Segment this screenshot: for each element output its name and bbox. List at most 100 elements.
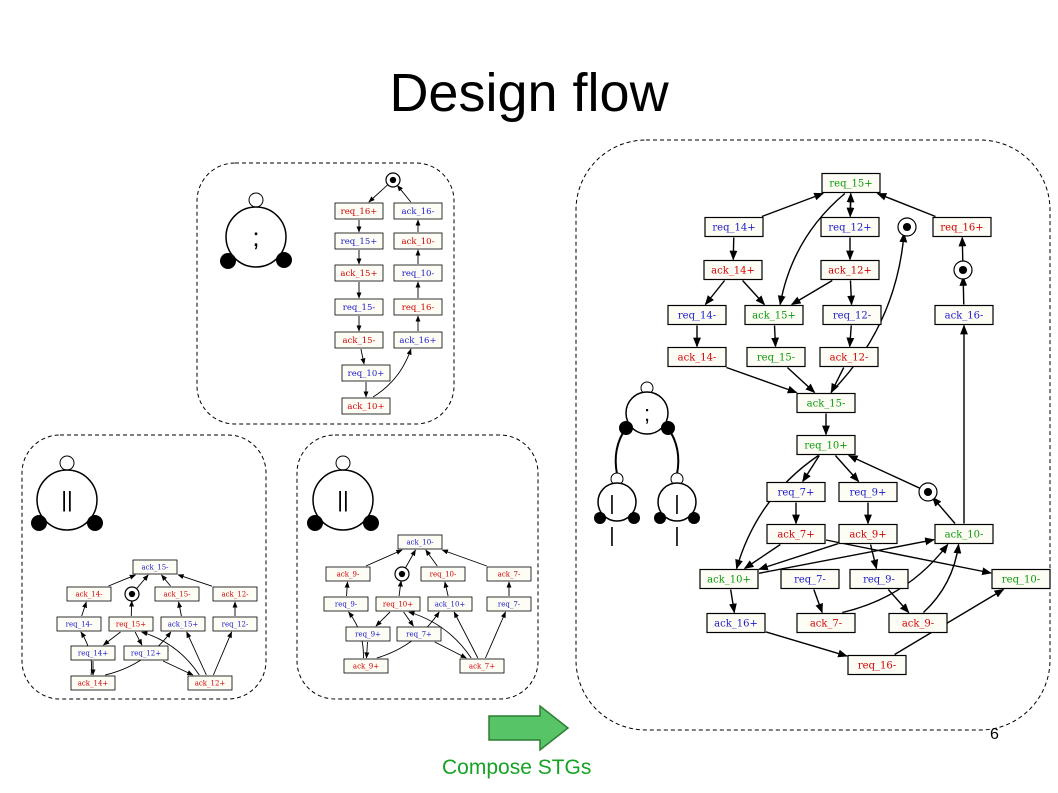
- composed-arc-a12m-a15m: [830, 367, 845, 394]
- composed-arc-r15p-a15p: [777, 192, 846, 306]
- par2-transition-label: req_10+: [383, 600, 413, 608]
- par1-arc-a15mr-a15m: [161, 574, 171, 587]
- seq-transition-a10m: ack_10-: [393, 232, 443, 250]
- seq-transition-label: req_16-: [402, 303, 435, 313]
- composed-transition-a9p: ack_9+: [838, 523, 898, 545]
- par1-transition-r12p: req_12+: [123, 645, 169, 661]
- composed-transition-r14p: req_14+: [704, 216, 764, 238]
- composed-arc-a14p-a15p: [742, 280, 766, 306]
- composed-transition-a12p: ack_12+: [820, 259, 880, 281]
- par1-operator-label: ||: [61, 487, 72, 512]
- composed-operator-tree: ; | | | |: [594, 381, 700, 547]
- par2-transition-a10p: ack_10+: [427, 596, 473, 612]
- par2-transition-label: req_7-: [498, 600, 521, 608]
- composed-transition-label: ack_12+: [828, 266, 872, 277]
- par1-arc-a14m-a15m: [108, 574, 137, 587]
- composed-arc-a14p-r14m: [704, 280, 726, 306]
- composed-par-label-left: |: [609, 493, 614, 515]
- composed-transition-a12m: ack_12-: [819, 346, 879, 368]
- par2-transition-r10p: req_10+: [375, 596, 421, 612]
- par1-arc-a12p-r15p: [141, 631, 200, 676]
- seq-transition-r16m: req_16-: [393, 298, 443, 316]
- composed-arc-a10p-a10m: [758, 537, 935, 574]
- par2-transition-label: req_7+: [406, 630, 432, 638]
- seq-transition-label: req_10+: [348, 369, 385, 379]
- compose-arrow-icon: [488, 704, 570, 752]
- compose-caption: Compose STGs: [442, 756, 592, 779]
- par2-arc-a9m-a10m: [365, 549, 403, 567]
- composed-arc-r15p-r12p: [846, 193, 855, 218]
- par1-transition-a15m: ack_15-: [132, 559, 178, 575]
- composed-arc-a15p-r15m: [771, 325, 779, 348]
- composed-transition-label: ack_14-: [678, 353, 717, 364]
- composed-transition-label: req_10-: [1002, 575, 1040, 586]
- composed-transition-r12p: req_12+: [820, 216, 880, 238]
- par2-arc-a7p-r7m: [485, 611, 506, 659]
- composed-arc-a12p-r12m: [847, 280, 856, 306]
- composed-arc-p2-r16p: [958, 236, 967, 264]
- composed-transition-label: ack_12-: [830, 353, 869, 364]
- par1-transition-label: ack_12+: [195, 679, 226, 687]
- par2-transition-label: ack_7-: [498, 570, 521, 578]
- par1-arc-r14m-a14m: [81, 601, 87, 617]
- page-number: 6: [990, 726, 999, 743]
- seq-transition-label: req_10-: [402, 269, 435, 279]
- seq-transition-label: ack_16+: [399, 336, 436, 346]
- par1-arc-r12p-a12p: [162, 660, 194, 676]
- composed-transition-label: req_14+: [712, 223, 755, 234]
- composed-transition-r16m: req_16-: [847, 654, 907, 676]
- composed-transition-a15p: ack_15+: [744, 304, 804, 326]
- seq-transition-r15p: req_15+: [334, 232, 384, 250]
- par1-arc-r15p-r14p: [102, 631, 121, 646]
- composed-transition-a10m: ack_10-: [934, 523, 994, 545]
- composed-marked-place-p1: [897, 217, 917, 237]
- seq-arc-p1-r16p: [368, 184, 389, 203]
- composed-seq-label: ;: [644, 401, 650, 426]
- composed-transition-a16p: ack_16+: [706, 612, 766, 634]
- par2-arc-a10p-r10m: [443, 581, 449, 597]
- composed-transition-r9m: req_9-: [849, 568, 909, 590]
- par2-transition-a9m: ack_9-: [325, 566, 371, 582]
- par1-transition-a12p: ack_12+: [187, 675, 233, 691]
- par1-transition-a14m: ack_14-: [66, 586, 112, 602]
- par2-marked-place-p1: [394, 566, 410, 582]
- par2-transition-label: ack_7+: [469, 662, 495, 670]
- composed-arc-a12p-a15p: [790, 279, 833, 306]
- par2-arc-r10p-r9p: [375, 611, 391, 627]
- composed-arc-p3-r10p: [847, 454, 922, 490]
- par1-arc-a12p-a15p: [186, 631, 207, 676]
- composed-transition-label: ack_15+: [752, 311, 796, 322]
- composed-transition-label: ack_7+: [777, 530, 814, 541]
- composed-par-label-right: |: [674, 493, 679, 515]
- composed-transition-label: req_10+: [804, 441, 847, 452]
- seq-transition-label: req_15+: [341, 237, 378, 247]
- composed-arc-a9p-r9m: [869, 544, 879, 570]
- seq-transition-a10p: ack_10+: [341, 397, 391, 415]
- par1-operator-glyph: ||: [31, 455, 103, 531]
- composed-par-label-right-b: |: [674, 525, 679, 547]
- par1-transition-a14p: ack_14+: [70, 675, 116, 691]
- par2-arc-a7p-a10p: [453, 611, 479, 659]
- composed-par-label-left-b: |: [609, 525, 614, 547]
- par1-arc-a12m-a15m: [177, 574, 213, 587]
- composed-transition-label: req_9+: [850, 488, 887, 499]
- par2-arc-r10p-p1: [397, 580, 403, 597]
- composed-transition-r15p: req_15+: [821, 172, 881, 194]
- composed-arc-r16m-r10m: [894, 588, 1005, 656]
- panel-par2-frame: [296, 434, 539, 700]
- composed-arc-a9p-a10p: [758, 543, 839, 571]
- par1-arc-p1-a15m: [136, 574, 149, 589]
- slide-title: Design flow: [389, 63, 669, 123]
- seq-transition-r10p: req_10+: [341, 364, 391, 382]
- seq-transition-label: ack_16-: [402, 207, 435, 217]
- par1-transition-label: req_14-: [66, 620, 93, 628]
- par2-transition-label: req_9+: [355, 630, 381, 638]
- seq-operator-glyph: ;: [220, 192, 292, 269]
- composed-transition-r16p: req_16+: [932, 216, 992, 238]
- par2-transition-a7m: ack_7-: [486, 566, 532, 582]
- seq-operator-label: ;: [252, 222, 259, 252]
- par1-transition-a12m: ack_12-: [212, 586, 258, 602]
- composed-transition-label: req_16-: [858, 661, 896, 672]
- par2-transition-label: ack_10-: [406, 538, 434, 546]
